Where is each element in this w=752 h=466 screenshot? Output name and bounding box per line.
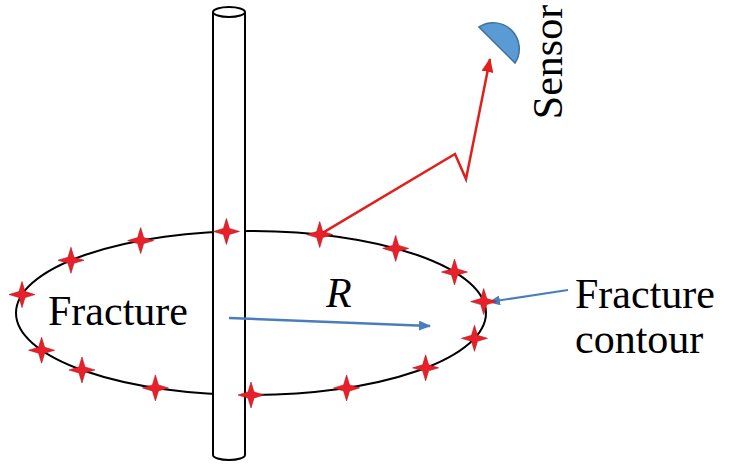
microseismic-event — [69, 357, 95, 383]
microseismic-event — [461, 325, 487, 351]
wellbore — [213, 12, 245, 455]
wellbore — [213, 224, 245, 402]
microseismic-event — [128, 228, 154, 254]
microseismic-event — [383, 235, 409, 261]
microseismic-event — [213, 218, 239, 244]
fracture-contour — [16, 231, 486, 395]
sensor-label: Sensor — [527, 5, 569, 119]
microseismic-event — [334, 375, 360, 401]
callout-label: Fracture contour — [575, 272, 740, 363]
region-label: Fracture — [48, 290, 188, 332]
fracture-ellipse: Fracture R — [14, 228, 488, 398]
radius-arrow — [229, 318, 430, 326]
wellbore-wall — [244, 224, 246, 402]
signal-arrow — [320, 59, 490, 235]
wellbore-wall — [212, 12, 214, 455]
wellbore-bottom — [213, 455, 245, 460]
leader-arrow — [489, 290, 568, 302]
microseismic-event — [142, 375, 168, 401]
microseismic-event — [58, 247, 84, 273]
wellbore-wall — [244, 12, 246, 455]
microseismic-event — [471, 289, 497, 315]
wellbore-wall — [212, 224, 214, 402]
microseismic-event — [9, 282, 35, 308]
sensor-node: Sensor — [476, 2, 576, 126]
microseismic-event — [413, 355, 439, 381]
microseismic-event — [442, 259, 468, 285]
wellbore-top — [213, 7, 245, 17]
sensor-dome — [479, 23, 519, 63]
microseismic-event — [29, 337, 55, 363]
microseismic-event — [307, 222, 333, 248]
radius-symbol: R — [326, 272, 352, 314]
microseismic-event — [238, 382, 264, 408]
